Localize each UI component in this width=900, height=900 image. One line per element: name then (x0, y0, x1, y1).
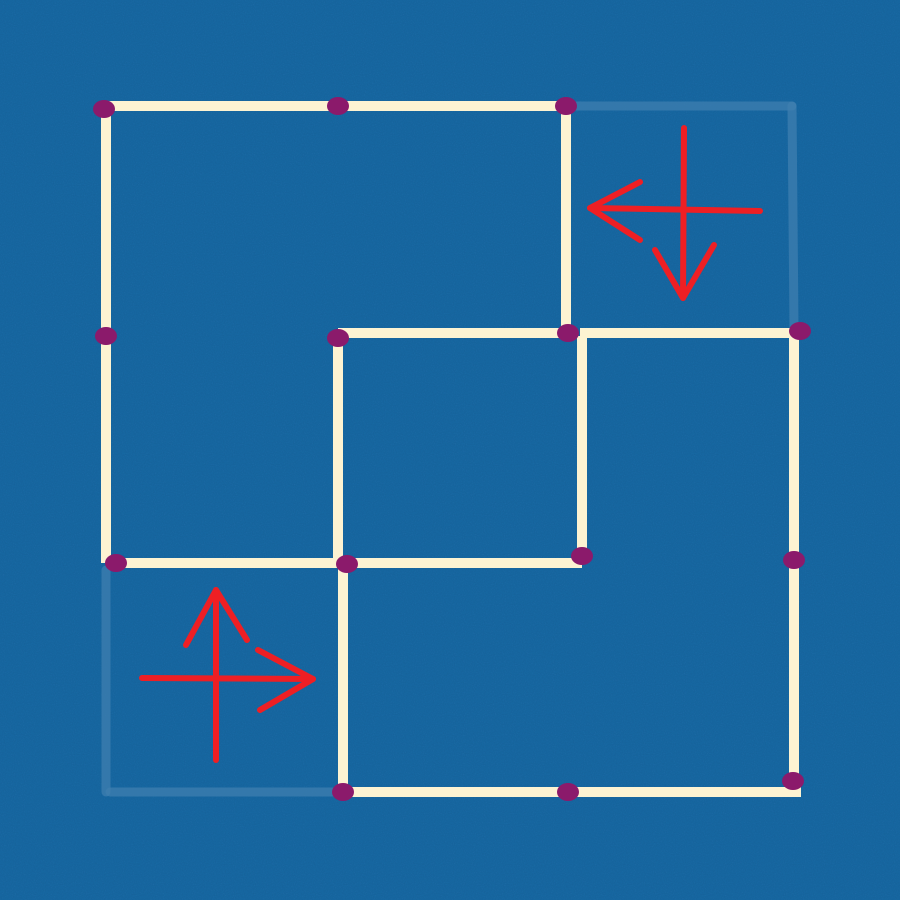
arrow-horizontal-stroke (587, 205, 763, 214)
match-heads (93, 97, 811, 801)
arrow-left-head (587, 179, 643, 243)
match-head (571, 547, 593, 565)
match-head (557, 324, 579, 342)
match-head (95, 327, 117, 345)
arrow-right-head (255, 647, 316, 713)
match-head (327, 329, 349, 347)
match-head (336, 555, 358, 573)
match-head (789, 322, 811, 340)
match-head (105, 554, 127, 572)
match-head (327, 97, 349, 115)
matchsticks (101, 101, 801, 797)
arrow-up-head (183, 587, 250, 648)
match-head (555, 97, 577, 115)
match-head (557, 783, 579, 801)
match-head (783, 551, 805, 569)
arrow-down-head (652, 242, 717, 301)
ghost-match (787, 101, 799, 333)
arrow-vertical-stroke (680, 125, 687, 301)
arrow-horizontal-stroke (139, 675, 316, 682)
match-head (93, 100, 115, 118)
arrow-left-down-icon (587, 125, 763, 301)
ghost-matches (101, 101, 799, 797)
arrow-up-right-icon (139, 587, 316, 763)
match-head (782, 772, 804, 790)
match-head (332, 783, 354, 801)
